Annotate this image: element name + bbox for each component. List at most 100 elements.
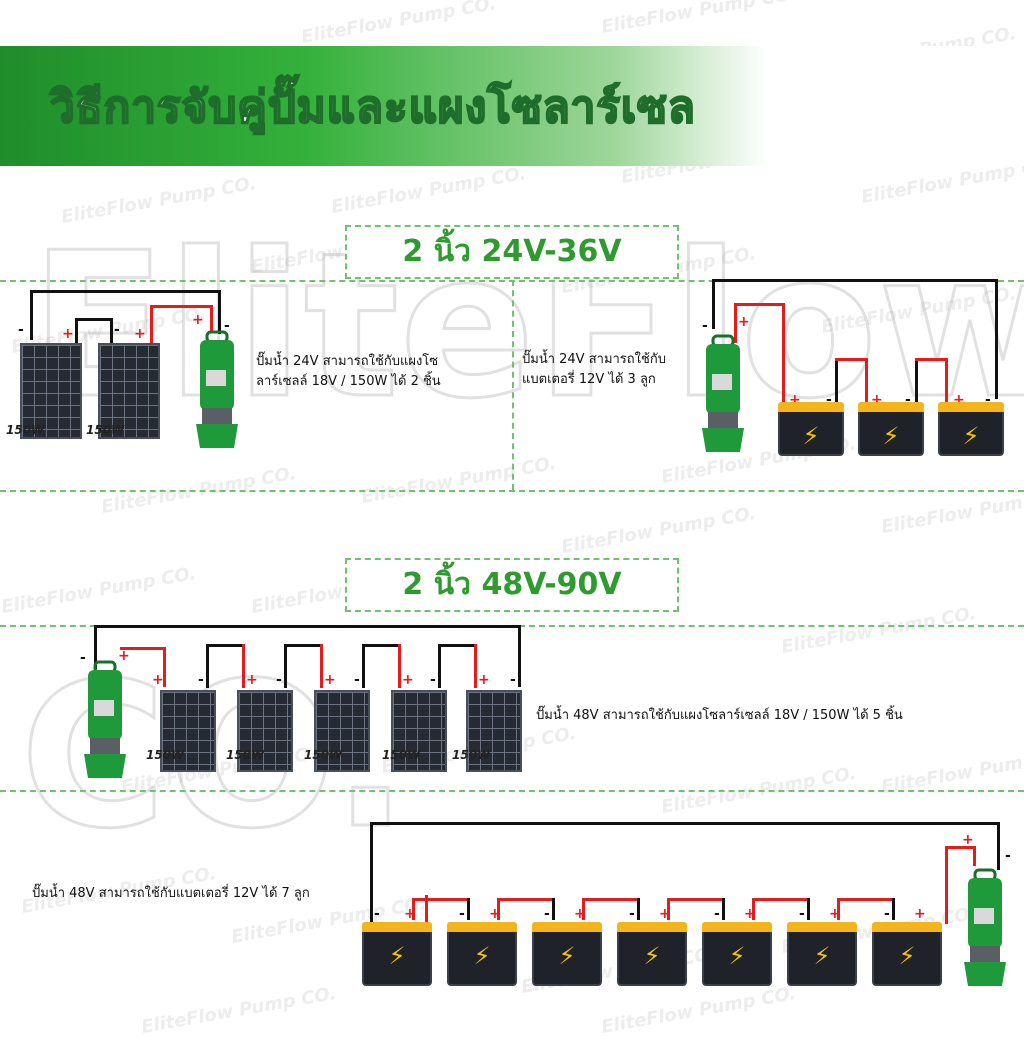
section1-title: 2 นิ้ว 24V-36V	[345, 225, 679, 279]
plus-sign: +	[574, 906, 586, 922]
minus-sign: -	[714, 906, 720, 922]
wire-red	[734, 303, 737, 343]
battery: ⚡	[362, 922, 432, 986]
desc-line: ปั๊มน้ำ 24V สามารถใช้กับแผงโซ	[256, 354, 439, 369]
wire-black	[370, 822, 1000, 825]
wire-red	[915, 358, 947, 361]
minus-sign: -	[276, 672, 282, 688]
minus-sign: -	[544, 906, 550, 922]
wire-black	[218, 290, 221, 334]
lightning-bolt-icon: ⚡	[802, 422, 820, 450]
wire-red	[425, 895, 428, 923]
wire-red	[150, 305, 212, 308]
plus-sign: +	[789, 392, 801, 408]
plus-sign: +	[192, 312, 204, 328]
watermark-text: EliteFlow Pump CO.	[599, 983, 798, 1038]
solar-panel	[237, 690, 293, 772]
minus-sign: -	[629, 906, 635, 922]
plus-sign: +	[246, 672, 258, 688]
wire-black	[110, 318, 113, 344]
wire-red	[945, 846, 948, 924]
solar-panel	[466, 690, 522, 772]
minus-sign: -	[18, 322, 24, 338]
wire-red	[752, 898, 807, 901]
plus-sign: +	[152, 672, 164, 688]
plus-sign: +	[962, 832, 974, 848]
wire-red	[835, 358, 867, 361]
watermark-text: EliteFlow Pump CO.	[139, 983, 338, 1038]
wire-red	[412, 898, 415, 920]
plus-sign: +	[829, 906, 841, 922]
wire-black	[722, 898, 725, 920]
section2-title: 2 นิ้ว 48V-90V	[345, 558, 679, 612]
panel-wattage-label: 150W	[226, 748, 265, 762]
wire-red	[734, 303, 784, 306]
page-title: วิธีการจับคู่ปั๊มและแผงโซลาร์เซล	[49, 81, 696, 134]
plus-sign: +	[402, 672, 414, 688]
section1-bottom-divider	[0, 490, 1024, 492]
wire-red	[242, 644, 245, 688]
wire-black	[362, 644, 365, 688]
panel-wattage-label: 150W	[86, 423, 125, 437]
wire-red	[163, 647, 166, 687]
battery: ⚡	[617, 922, 687, 986]
wire-red	[497, 898, 552, 901]
wire-black	[518, 625, 521, 687]
panel-wattage-label: 150W	[6, 423, 45, 437]
battery: ⚡	[532, 922, 602, 986]
plus-sign: +	[324, 672, 336, 688]
minus-sign: -	[799, 906, 805, 922]
wire-red	[865, 358, 868, 402]
plus-sign: +	[404, 906, 416, 922]
lightning-bolt-icon: ⚡	[643, 942, 661, 970]
battery: ⚡	[447, 922, 517, 986]
minus-sign: -	[884, 906, 890, 922]
battery: ⚡	[858, 402, 924, 456]
wire-black	[835, 360, 838, 402]
panel-wattage-label: 150W	[452, 748, 491, 762]
plus-sign: +	[744, 906, 756, 922]
battery: ⚡	[778, 402, 844, 456]
wire-black	[362, 644, 400, 647]
minus-sign: -	[459, 906, 465, 922]
lightning-bolt-icon: ⚡	[898, 942, 916, 970]
battery: ⚡	[702, 922, 772, 986]
panel-wattage-label: 150W	[382, 748, 421, 762]
minus-sign: -	[985, 392, 991, 408]
wire-black	[438, 644, 476, 647]
panel-wattage-label: 150W	[146, 748, 185, 762]
minus-sign: -	[826, 392, 832, 408]
lightning-bolt-icon: ⚡	[813, 942, 831, 970]
plus-sign: +	[738, 314, 750, 330]
wire-red	[582, 898, 637, 901]
desc-line: ปั๊มน้ำ 24V สามารถใช้กับ	[522, 352, 666, 367]
wire-red	[667, 898, 722, 901]
lightning-bolt-icon: ⚡	[962, 422, 980, 450]
watermark-text: EliteFlow Pump CO.	[599, 0, 798, 38]
header-banner	[0, 46, 1024, 166]
wire-red	[973, 846, 976, 866]
plus-sign: +	[914, 906, 926, 922]
minus-sign: -	[510, 672, 516, 688]
wire-black	[997, 822, 1000, 870]
wire-black	[94, 625, 97, 669]
wire-red	[120, 647, 165, 650]
battery: ⚡	[872, 922, 942, 986]
wire-red	[782, 303, 785, 403]
wire-black	[712, 279, 997, 282]
plus-sign: +	[953, 392, 965, 408]
watermark-text: EliteFlow Pump CO.	[299, 0, 498, 48]
wire-red	[945, 846, 975, 849]
wire-black	[712, 279, 715, 329]
minus-sign: -	[1005, 848, 1011, 864]
solar-panel	[20, 343, 82, 439]
desc-line: แบตเตอรี่ 12V ได้ 3 ลูก	[522, 372, 656, 387]
wire-black	[438, 644, 441, 688]
watermark-text: EliteFlow Pump CO.	[779, 603, 978, 658]
s2-solar-description: ปั๊มน้ำ 48V สามารถใช้กับแผงโซลาร์เซลล์ 1…	[536, 708, 903, 723]
wire-black	[284, 644, 287, 688]
minus-sign: -	[905, 392, 911, 408]
minus-sign: -	[114, 322, 120, 338]
section2-mid-divider	[0, 790, 1024, 792]
minus-sign: -	[374, 906, 380, 922]
